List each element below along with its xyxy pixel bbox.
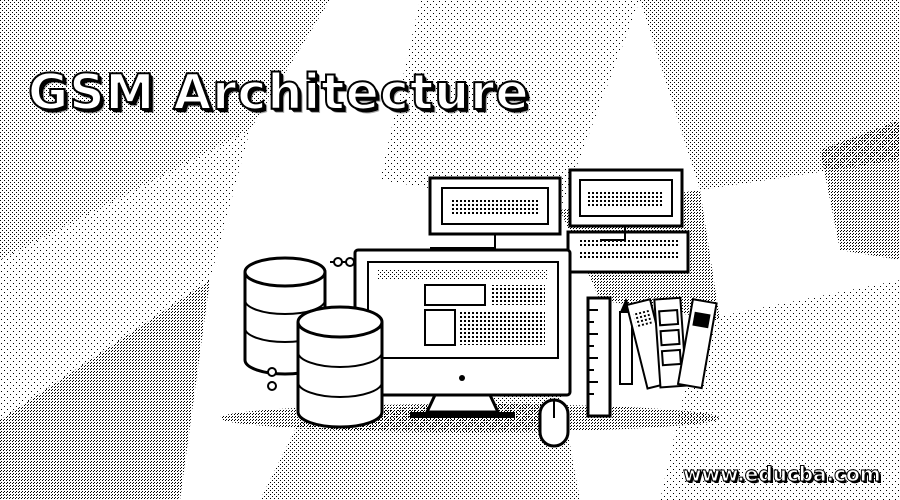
database-icon — [267, 305, 384, 429]
server-icon — [428, 176, 562, 236]
monitor-icon — [353, 248, 572, 418]
brand-url: www.educba.com — [683, 462, 882, 487]
server-icon — [568, 168, 684, 228]
server-icon — [566, 230, 690, 274]
pencil-icon — [619, 298, 633, 385]
mouse-icon — [538, 398, 570, 448]
color-swatch-icon — [625, 296, 718, 390]
ruler-icon — [586, 296, 612, 418]
page-title: GSM Architecture — [27, 63, 530, 122]
